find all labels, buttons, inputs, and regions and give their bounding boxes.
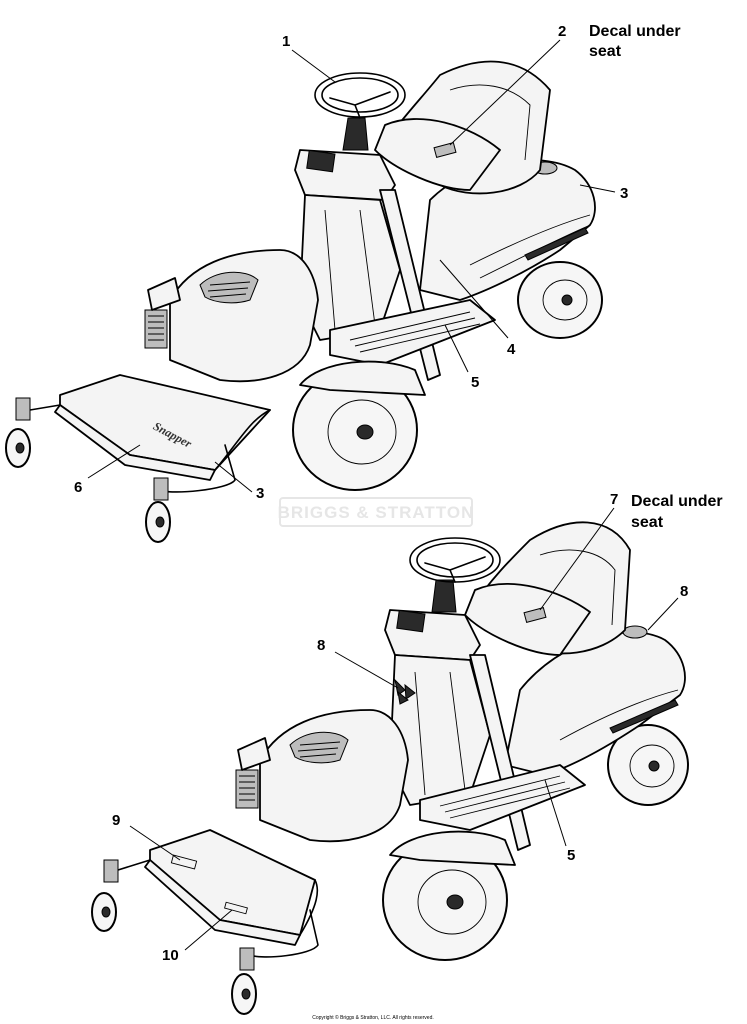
top-caster-right: [145, 477, 171, 543]
top-seat-note-line2: seat: [589, 43, 622, 60]
bottom-seat-note-line2: seat: [631, 514, 664, 531]
watermark-logo: BRIGGS & STRATTON: [278, 497, 475, 527]
top-callout-3-body: 3: [620, 185, 628, 202]
top-callout-2: 2: [558, 23, 566, 40]
top-front-wheel: [292, 369, 418, 491]
bottom-caster-left: [91, 859, 119, 932]
bottom-callout-7: 7: [610, 491, 618, 508]
top-seat: [374, 60, 551, 195]
bottom-callout-8-cap: 8: [680, 583, 688, 600]
top-mower-illustration: Snapper: [5, 60, 603, 543]
bottom-callout-8-frame: 8: [317, 637, 325, 654]
bottom-steering: [384, 537, 501, 661]
top-mower-deck: Snapper: [29, 374, 271, 493]
bottom-mower-deck: [117, 829, 319, 958]
bottom-callout-5: 5: [567, 847, 575, 864]
top-seat-note-line1: Decal under: [589, 23, 681, 40]
bottom-mower-illustration: [91, 521, 689, 1015]
top-callout-4: 4: [507, 341, 516, 358]
bottom-seat-note-line1: Decal under: [631, 493, 723, 510]
bottom-callout-9: 9: [112, 812, 120, 829]
bottom-rear-wheel: [607, 724, 689, 806]
top-callout-5: 5: [471, 374, 479, 391]
bottom-leader-lines: [129, 507, 679, 951]
top-engine-hood: [144, 249, 319, 383]
top-leader-lines: [87, 39, 616, 493]
watermark-text: BRIGGS & STRATTON: [278, 503, 475, 522]
top-caster-left: [5, 397, 31, 468]
top-callout-1: 1: [282, 33, 290, 50]
bottom-fuel-cap: [622, 625, 648, 639]
bottom-warning-decal: [394, 678, 416, 705]
bottom-seat: [464, 521, 631, 656]
bottom-caster-right: [231, 947, 257, 1015]
top-rear-wheel: [517, 261, 603, 339]
bottom-callout-10: 10: [162, 947, 179, 964]
top-callout-6: 6: [74, 479, 82, 496]
bottom-engine-hood: [235, 709, 409, 843]
top-steering: [294, 72, 406, 201]
top-callout-3-deck: 3: [256, 485, 264, 502]
copyright-notice: Copyright © Briggs & Stratton, LLC. All …: [312, 1014, 434, 1021]
